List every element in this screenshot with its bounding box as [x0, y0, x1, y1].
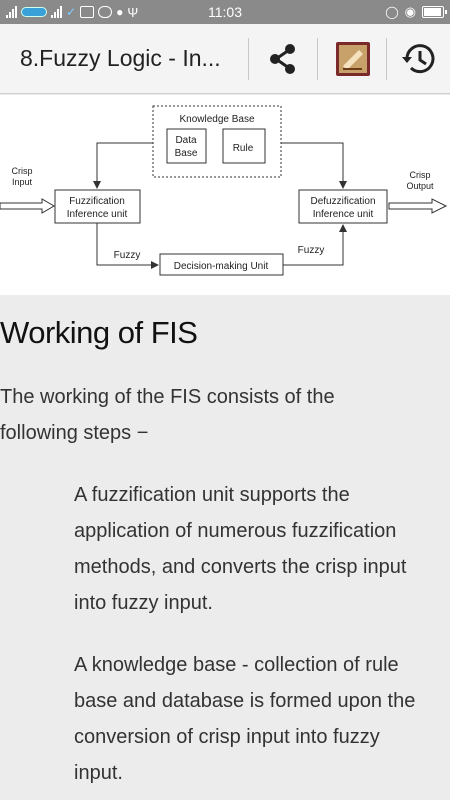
fuzzy-label-left: Fuzzy	[114, 250, 141, 261]
data-base-label-2: Base	[175, 148, 198, 159]
step-item: A knowledge base - collection of rule ba…	[74, 647, 446, 791]
fuzzification-label-2: Inference unit	[67, 209, 128, 220]
history-button[interactable]	[397, 38, 441, 80]
rule-label: Rule	[233, 143, 254, 154]
battery-icon	[422, 6, 447, 18]
alarm-icon: ◯	[385, 5, 399, 19]
data-base-box	[166, 128, 207, 164]
fis-diagram: Knowledge Base Data Base Rule Crisp Inpu…	[0, 95, 450, 295]
status-right-icons: ◯ ◉	[385, 3, 447, 21]
crisp-input-label-1: Crisp	[11, 166, 32, 176]
intro-line: The working of the FIS consists of the	[0, 386, 335, 408]
status-time: 11:03	[208, 4, 242, 20]
divider	[248, 38, 249, 80]
fuzzification-to-decision-arrow	[96, 223, 159, 269]
decision-to-defuzzification-arrow	[283, 224, 347, 266]
divider	[317, 38, 318, 80]
defuzzification-label-2: Inference unit	[313, 209, 374, 220]
book-button[interactable]	[331, 38, 375, 80]
bird-icon: ✓	[66, 5, 77, 19]
status-left-icons: ✓ ● Ψ	[6, 3, 138, 21]
knowledge-base-label: Knowledge Base	[179, 114, 254, 125]
data-base-label-1: Data	[175, 135, 197, 146]
mail-icon	[80, 6, 95, 18]
crisp-input-arrow	[0, 198, 55, 214]
step-item: A fuzzification unit supports the applic…	[74, 477, 446, 621]
fuzzy-label-right: Fuzzy	[298, 245, 325, 256]
defuzzification-box	[298, 189, 388, 224]
step-line: A knowledge base - collection of rule	[74, 654, 399, 676]
step-line: into fuzzy input.	[74, 592, 213, 614]
divider	[386, 38, 387, 80]
knowledge-base-box	[152, 105, 282, 178]
intro-line: following steps −	[0, 422, 149, 444]
zalo-icon	[98, 6, 113, 18]
rule-box	[222, 128, 266, 164]
operator-logo-icon	[21, 7, 47, 17]
intro-paragraph: The working of the FIS consists of the f…	[0, 379, 445, 451]
kb-to-fuzzification-arrow	[93, 142, 153, 189]
crisp-output-label-2: Output	[406, 181, 434, 191]
share-button[interactable]	[261, 38, 305, 80]
crisp-input-label-2: Input	[12, 177, 33, 187]
fuzzification-label-1: Fuzzification	[69, 196, 125, 207]
decision-unit-label: Decision-making Unit	[174, 261, 269, 272]
app-bar: 8.Fuzzy Logic - In...	[0, 24, 450, 94]
step-line: methods, and converts the crisp input	[74, 556, 407, 578]
decision-unit-box	[159, 253, 284, 276]
status-bar: ✓ ● Ψ 11:03 ◯ ◉	[0, 0, 450, 24]
share-icon	[270, 44, 295, 74]
kb-to-defuzzification-arrow	[281, 142, 347, 189]
cat-icon: ●	[116, 5, 124, 19]
usb-icon: Ψ	[127, 4, 139, 20]
signal-icon	[51, 6, 62, 18]
step-line: base and database is formed upon the	[74, 690, 416, 712]
step-line: A fuzzification unit supports the	[74, 484, 350, 506]
book-icon	[336, 42, 370, 76]
signal-icon	[6, 6, 17, 18]
history-icon	[402, 44, 435, 74]
crisp-output-arrow	[388, 198, 448, 214]
step-line: conversion of crisp input into fuzzy	[74, 726, 380, 748]
page-title: 8.Fuzzy Logic - In...	[20, 45, 221, 71]
step-line: application of numerous fuzzification	[74, 520, 397, 542]
section-heading: Working of FIS	[0, 315, 198, 350]
defuzzification-label-1: Defuzzification	[310, 196, 375, 207]
step-line: input.	[74, 762, 123, 784]
crisp-output-label-1: Crisp	[409, 170, 430, 180]
fis-diagram-svg: Knowledge Base Data Base Rule Crisp Inpu…	[0, 105, 448, 276]
eye-icon: ◉	[404, 4, 416, 19]
